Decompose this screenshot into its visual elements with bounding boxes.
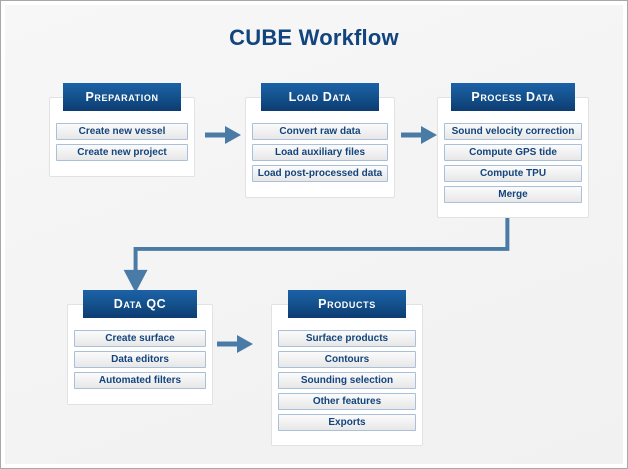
item-load-post-processed-data[interactable]: Load post-processed data [252, 165, 388, 182]
group-preparation: Preparation Create new vessel Create new… [49, 83, 195, 177]
page-title: CUBE Workflow [229, 25, 399, 50]
group-products: Products Surface products Contours Sound… [271, 290, 423, 446]
item-contours[interactable]: Contours [278, 351, 416, 368]
group-data-qc: Data QC Create surface Data editors Auto… [67, 290, 213, 405]
group-items-preparation: Create new vessel Create new project [49, 123, 195, 165]
item-compute-gps-tide[interactable]: Compute GPS tide [444, 144, 582, 161]
diagram-canvas: CUBE Workflow Preparation Create new ves… [5, 5, 623, 464]
item-compute-tpu[interactable]: Compute TPU [444, 165, 582, 182]
group-items-data-qc: Create surface Data editors Automated fi… [67, 330, 213, 393]
group-header-load-data[interactable]: Load Data [261, 83, 379, 111]
item-create-new-vessel[interactable]: Create new vessel [56, 123, 188, 140]
item-other-features[interactable]: Other features [278, 393, 416, 410]
item-sounding-selection[interactable]: Sounding selection [278, 372, 416, 389]
item-exports[interactable]: Exports [278, 414, 416, 431]
group-items-process-data: Sound velocity correction Compute GPS ti… [437, 123, 589, 207]
group-header-products[interactable]: Products [288, 290, 406, 318]
group-header-data-qc[interactable]: Data QC [83, 290, 197, 318]
item-surface-products[interactable]: Surface products [278, 330, 416, 347]
group-load-data: Load Data Convert raw data Load auxiliar… [245, 83, 395, 198]
group-header-preparation[interactable]: Preparation [63, 83, 181, 111]
item-load-auxiliary-files[interactable]: Load auxiliary files [252, 144, 388, 161]
group-items-load-data: Convert raw data Load auxiliary files Lo… [245, 123, 395, 186]
item-automated-filters[interactable]: Automated filters [74, 372, 206, 389]
item-create-surface[interactable]: Create surface [74, 330, 206, 347]
item-create-new-project[interactable]: Create new project [56, 144, 188, 161]
item-data-editors[interactable]: Data editors [74, 351, 206, 368]
item-convert-raw-data[interactable]: Convert raw data [252, 123, 388, 140]
connector-load-data-to-process-data [401, 126, 437, 144]
item-merge[interactable]: Merge [444, 186, 582, 203]
group-items-products: Surface products Contours Sounding selec… [271, 330, 423, 435]
group-process-data: Process Data Sound velocity correction C… [437, 83, 589, 218]
connector-preparation-to-load-data [205, 126, 241, 144]
item-sound-velocity-correction[interactable]: Sound velocity correction [444, 123, 582, 140]
group-header-process-data[interactable]: Process Data [451, 83, 575, 111]
connector-data-qc-to-products [217, 335, 253, 353]
